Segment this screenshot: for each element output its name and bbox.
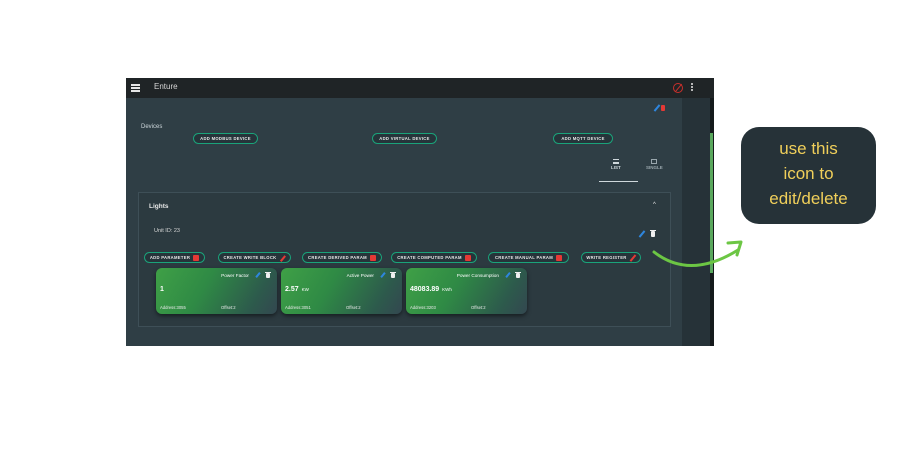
add-mqtt-device-button[interactable]: ADD MQTT DEVICE bbox=[553, 133, 613, 144]
button-label: ADD PARAMETER bbox=[149, 255, 191, 260]
delete-parameter-icon[interactable] bbox=[265, 271, 271, 278]
button-label: ADD VIRTUAL DEVICE bbox=[379, 136, 430, 141]
card-title: Power Consumption bbox=[456, 273, 499, 278]
button-label: CREATE COMPUTED PARAM bbox=[397, 255, 462, 260]
add-box-icon bbox=[193, 254, 200, 261]
delete-parameter-icon[interactable] bbox=[515, 271, 521, 278]
pencil-icon bbox=[630, 255, 636, 261]
card-address: Address:3055 bbox=[160, 305, 186, 310]
button-label: CREATE WRITE BLOCK bbox=[223, 255, 277, 260]
card-title: Active Power bbox=[346, 273, 374, 278]
active-tab-indicator bbox=[599, 181, 638, 183]
tab-label: SINGLE bbox=[646, 165, 663, 170]
value-text: 1 bbox=[160, 286, 164, 293]
value-unit: KWh bbox=[442, 287, 452, 292]
panel-title: Lights bbox=[149, 203, 169, 210]
create-manual-param-button[interactable]: CREATE MANUAL PARAM bbox=[488, 252, 569, 263]
callout-line: icon to bbox=[783, 164, 834, 183]
menu-icon[interactable] bbox=[131, 84, 140, 92]
callout-line: edit/delete bbox=[769, 189, 848, 208]
value-text: 2.57 bbox=[285, 286, 299, 293]
create-derived-param-button[interactable]: CREATE DERIVED PARAM bbox=[302, 252, 382, 263]
callout-line: use this bbox=[779, 139, 838, 158]
single-view-icon bbox=[651, 159, 658, 164]
card-address: Address:3203 bbox=[410, 305, 436, 310]
value-unit: KW bbox=[301, 287, 309, 292]
card-offset: Offset:2 bbox=[221, 305, 236, 310]
top-app-bar: Enture bbox=[126, 78, 714, 98]
button-label: CREATE DERIVED PARAM bbox=[308, 255, 367, 260]
button-label: CREATE MANUAL PARAM bbox=[494, 255, 554, 260]
parameter-card: Active Power 2.57 KW Address:3051 Offset… bbox=[281, 268, 402, 314]
card-address: Address:3051 bbox=[285, 305, 311, 310]
tab-list[interactable]: LIST bbox=[611, 159, 621, 170]
edit-devices-pencil-icon[interactable] bbox=[653, 104, 661, 112]
list-icon bbox=[612, 159, 619, 164]
card-offset: Offset:2 bbox=[346, 305, 361, 310]
scrollbar-thumb[interactable] bbox=[710, 133, 713, 273]
button-label: WRITE REGISTER bbox=[586, 255, 627, 260]
unit-id: Unit ID: 23 bbox=[154, 228, 180, 234]
create-computed-param-button[interactable]: CREATE COMPUTED PARAM bbox=[391, 252, 477, 263]
more-vert-icon[interactable] bbox=[691, 83, 694, 93]
wrench-icon bbox=[280, 255, 286, 261]
devices-label: Devices bbox=[141, 124, 163, 130]
card-value: 1 bbox=[160, 286, 165, 293]
card-title: Power Factor bbox=[221, 273, 249, 278]
button-label: ADD MODBUS DEVICE bbox=[200, 136, 251, 141]
add-modbus-device-button[interactable]: ADD MODBUS DEVICE bbox=[193, 133, 258, 144]
tab-label: LIST bbox=[611, 165, 621, 170]
add-parameter-button[interactable]: ADD PARAMETER bbox=[144, 252, 205, 263]
delete-devices-icon[interactable] bbox=[661, 105, 665, 111]
edit-parameter-pencil-icon[interactable] bbox=[380, 272, 386, 278]
chevron-up-icon[interactable]: ^ bbox=[653, 202, 656, 208]
value-text: 48083.89 bbox=[410, 286, 440, 293]
annotation-callout: use this icon to edit/delete bbox=[741, 127, 876, 224]
main-content: Devices ADD MODBUS DEVICE ADD VIRTUAL DE… bbox=[126, 98, 682, 346]
parameter-card: Power Factor 1 Address:3055 Offset:2 bbox=[156, 268, 277, 314]
sync-off-icon[interactable] bbox=[673, 83, 683, 93]
add-virtual-device-button[interactable]: ADD VIRTUAL DEVICE bbox=[372, 133, 437, 144]
card-value: 48083.89 KWh bbox=[410, 286, 452, 293]
add-box-icon bbox=[464, 254, 471, 261]
right-sidebar bbox=[682, 98, 710, 346]
app-window: Enture Devices ADD MODBUS DEVICE ADD VIR… bbox=[126, 78, 714, 346]
add-box-icon bbox=[369, 254, 376, 261]
write-register-button[interactable]: WRITE REGISTER bbox=[581, 252, 641, 263]
tab-single[interactable]: SINGLE bbox=[646, 159, 663, 170]
create-write-block-button[interactable]: CREATE WRITE BLOCK bbox=[218, 252, 291, 263]
card-value: 2.57 KW bbox=[285, 286, 309, 293]
add-box-icon bbox=[556, 254, 563, 261]
parameter-card: Power Consumption 48083.89 KWh Address:3… bbox=[406, 268, 527, 314]
card-offset: Offset:2 bbox=[471, 305, 486, 310]
edit-device-pencil-icon[interactable] bbox=[638, 230, 646, 238]
delete-parameter-icon[interactable] bbox=[390, 271, 396, 278]
delete-device-icon[interactable] bbox=[650, 229, 656, 237]
button-label: ADD MQTT DEVICE bbox=[561, 136, 605, 141]
app-title: Enture bbox=[154, 82, 178, 91]
edit-parameter-pencil-icon[interactable] bbox=[505, 272, 511, 278]
edit-parameter-pencil-icon[interactable] bbox=[255, 272, 261, 278]
